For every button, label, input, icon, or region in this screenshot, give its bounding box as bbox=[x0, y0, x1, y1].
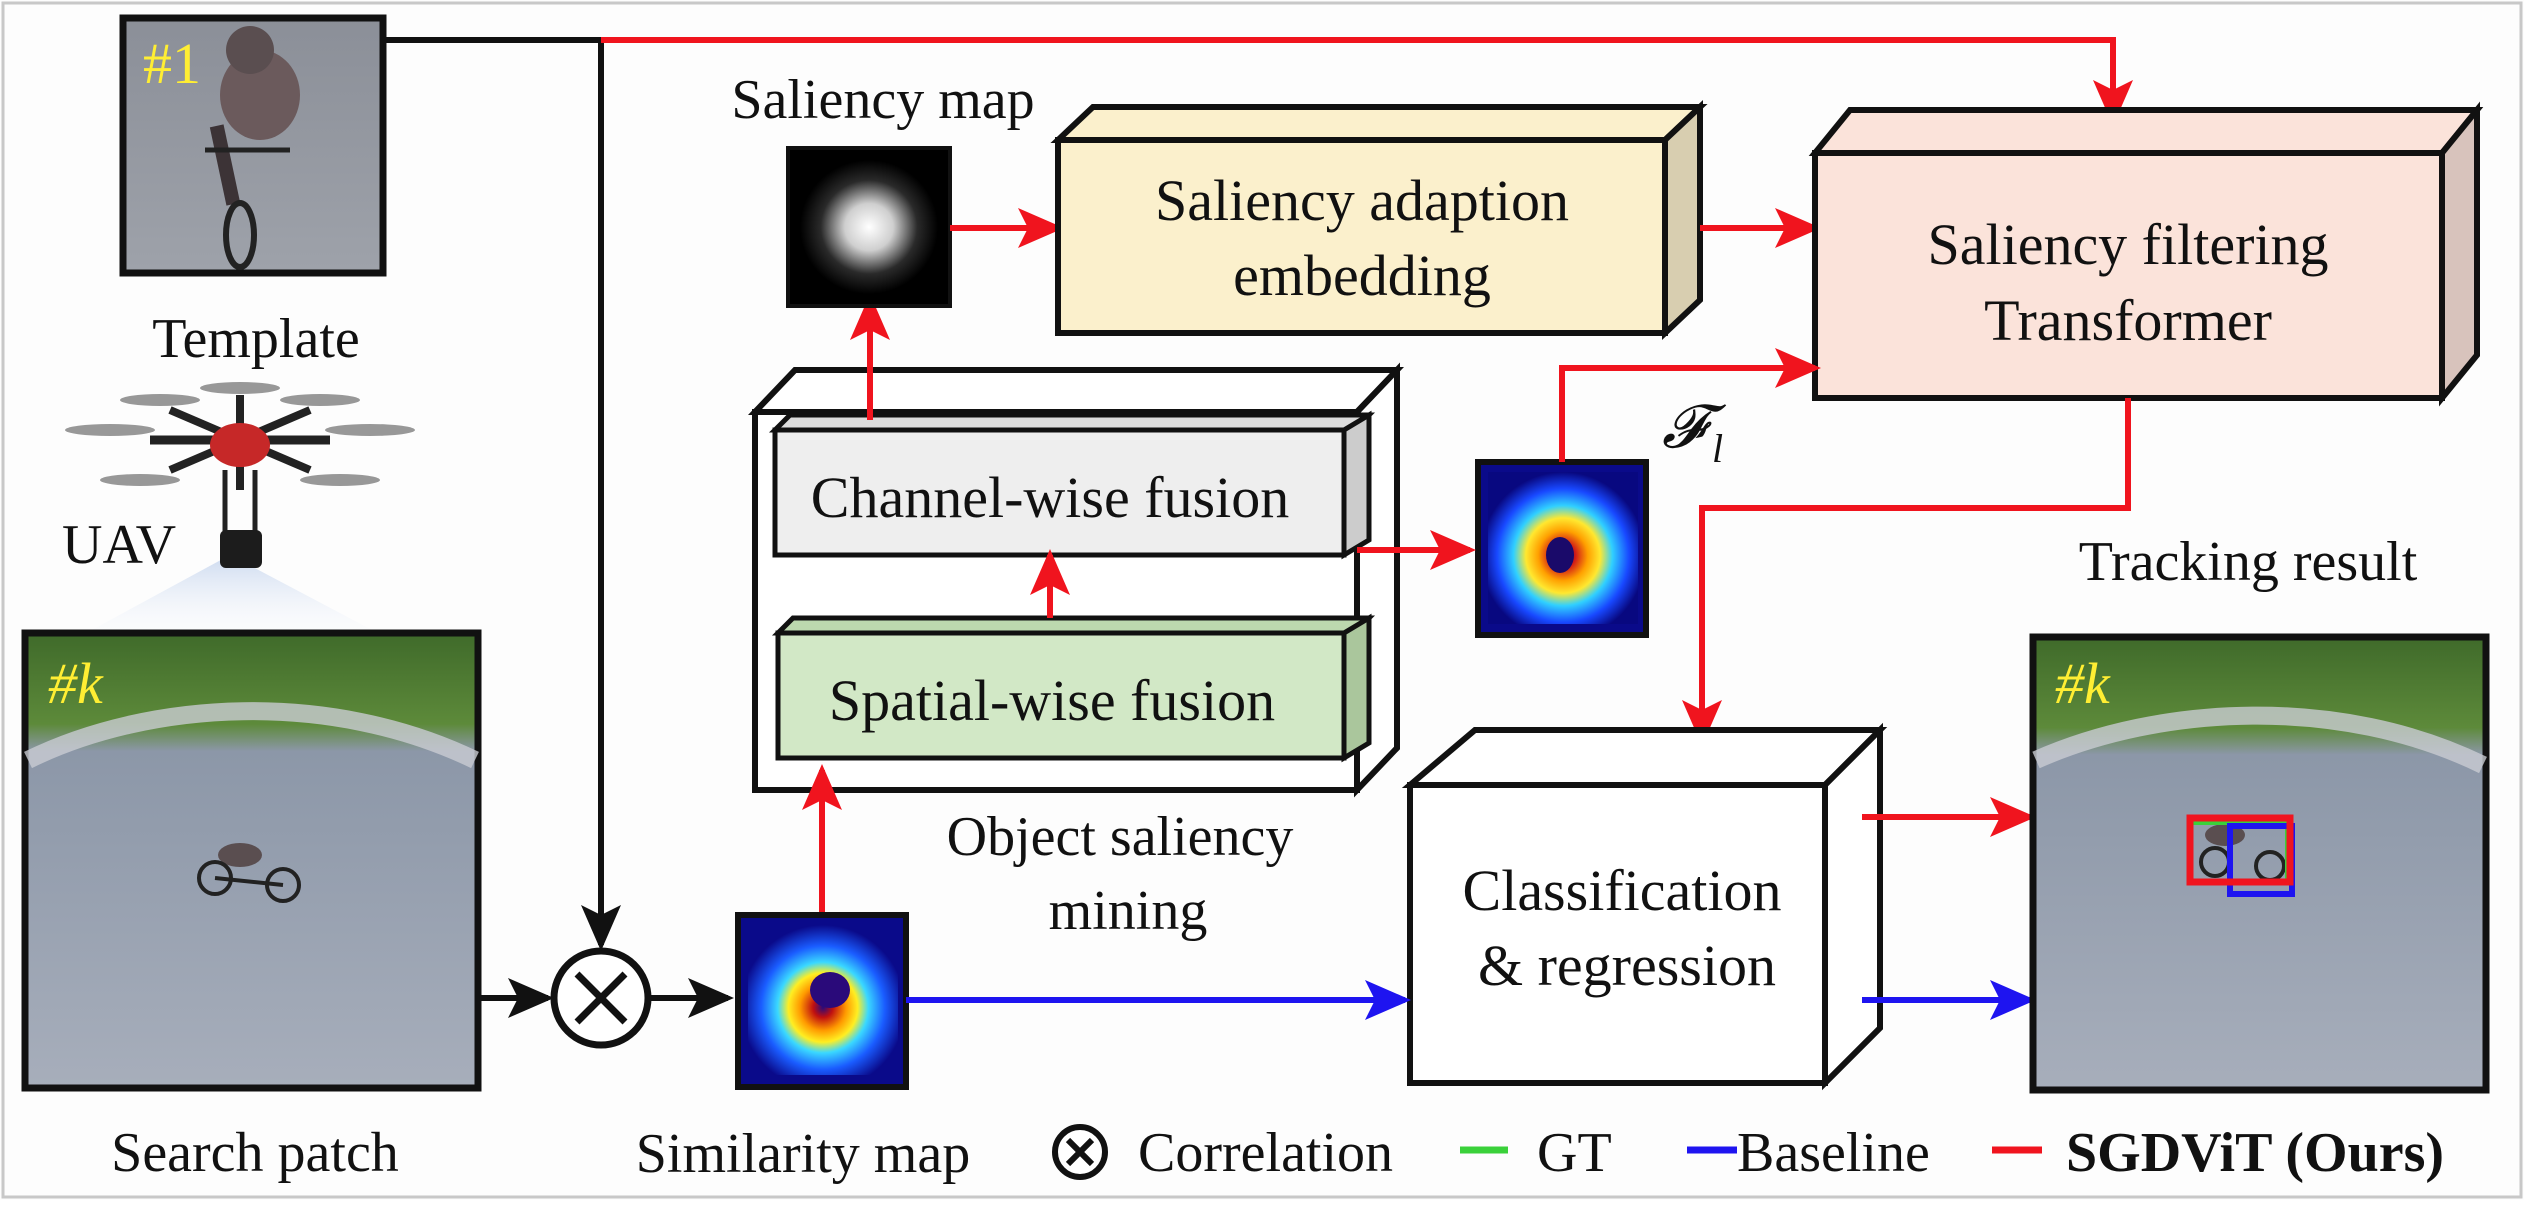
arrow-transformer-to-cls-reg bbox=[1682, 398, 2131, 746]
object-saliency-label-line1: Object saliency bbox=[947, 806, 1294, 868]
similarity-map-image bbox=[735, 912, 909, 1090]
channel-fusion-label: Channel-wise fusion bbox=[811, 465, 1289, 530]
ours-box bbox=[2186, 814, 2294, 886]
legend: Correlation GT Baseline SGDViT (Ours) bbox=[1052, 1122, 2444, 1184]
template-image bbox=[119, 14, 387, 277]
spatial-fusion-label: Spatial-wise fusion bbox=[829, 668, 1275, 733]
search-patch-label: Search patch bbox=[111, 1122, 399, 1184]
saliency-adaption-block bbox=[1050, 100, 1708, 340]
search-frame-tag: #k bbox=[48, 651, 104, 716]
object-saliency-label-line2: mining bbox=[1049, 880, 1208, 942]
saliency-filtering-label-line2: Transformer bbox=[1984, 288, 2272, 353]
cls-reg-label-line1: Classification bbox=[1463, 858, 1782, 923]
cls-reg-block bbox=[1401, 722, 1888, 1091]
uav-icon bbox=[55, 382, 415, 650]
template-frame-tag: #1 bbox=[143, 31, 201, 96]
saliency-map-image bbox=[786, 146, 952, 308]
tracking-result-image bbox=[2029, 633, 2490, 1094]
tracking-frame-tag: #k bbox=[2055, 651, 2111, 716]
saliency-adaption-label-line1: Saliency adaption bbox=[1155, 168, 1569, 233]
legend-gt-label: GT bbox=[1537, 1122, 1612, 1184]
channel-fusion-block bbox=[768, 410, 1376, 560]
saliency-filtering-transformer-block bbox=[1808, 101, 2484, 407]
legend-ours-label: SGDViT (Ours) bbox=[2066, 1122, 2444, 1184]
correlation-operator bbox=[550, 947, 652, 1049]
cls-reg-label-line2: & regression bbox=[1478, 933, 1776, 998]
saliency-map-label: Saliency map bbox=[731, 69, 1034, 131]
saliency-adaption-label-line2: embedding bbox=[1233, 243, 1491, 308]
uav-label: UAV bbox=[62, 514, 176, 576]
arrow-feature-to-transformer bbox=[1559, 348, 1821, 462]
arrow-template-to-transformer bbox=[601, 37, 2133, 126]
template-label: Template bbox=[152, 308, 360, 370]
legend-correlation-icon bbox=[1052, 1124, 1108, 1180]
legend-correlation-label: Correlation bbox=[1138, 1122, 1393, 1184]
similarity-map-label: Similarity map bbox=[636, 1123, 970, 1185]
tracking-result-label: Tracking result bbox=[2079, 531, 2418, 593]
saliency-filtering-label-line1: Saliency filtering bbox=[1927, 212, 2328, 277]
legend-baseline-label: Baseline bbox=[1737, 1122, 1930, 1184]
spatial-fusion-block bbox=[771, 613, 1376, 763]
feature-map-image bbox=[1475, 459, 1649, 638]
feature-subscript: l bbox=[1712, 426, 1723, 471]
search-patch-image bbox=[21, 629, 482, 1092]
